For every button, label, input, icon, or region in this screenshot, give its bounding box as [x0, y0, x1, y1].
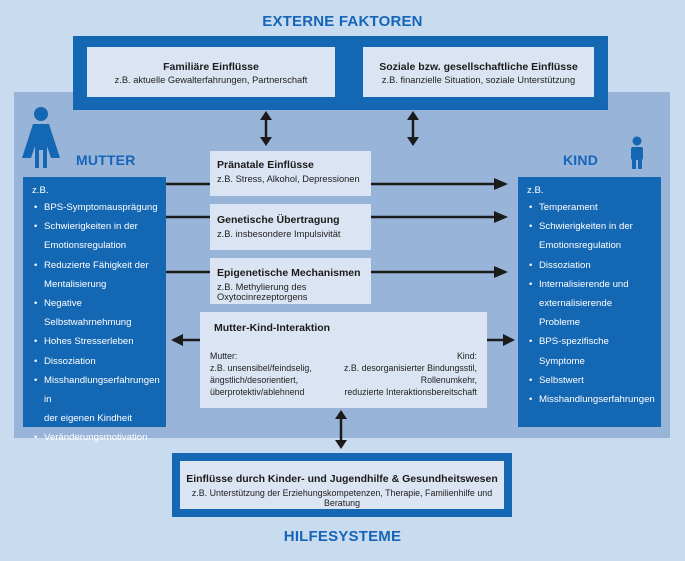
help-system-subtitle: z.B. Unterstützung der Erziehungskompete…: [191, 488, 493, 508]
help-systems-heading: HILFESYSTEME: [283, 528, 402, 545]
list-item-continued: der eigenen Kindheit: [44, 413, 133, 425]
list-item: Hohes Stresserleben: [32, 332, 160, 351]
interaction-child-label: Kind:: [456, 351, 477, 361]
mother-zb-label: z.B.: [32, 185, 49, 196]
list-item: BPS-Symptomausprägung: [32, 198, 160, 217]
interaction-mother-column: Mutter: z.B. unsensibel/feindselig, ängs…: [210, 350, 312, 398]
mother-factor-list: BPS-Symptomausprägung Schwierigkeiten in…: [32, 198, 160, 448]
social-influences-box: Soziale bzw. gesellschaftliche Einflüsse…: [363, 47, 594, 97]
mother-child-interaction-box: Mutter-Kind-Interaktion Mutter: z.B. uns…: [200, 312, 487, 408]
mother-figure-icon: [22, 107, 60, 168]
interaction-mother-line: z.B. unsensibel/feindselig,: [210, 363, 312, 373]
epigenetic-title: Epigenetische Mechanismen: [217, 267, 361, 279]
child-zb-label: z.B.: [527, 185, 544, 196]
social-influences-subtitle: z.B. finanzielle Situation, soziale Unte…: [381, 75, 576, 85]
interaction-title: Mutter-Kind-Interaktion: [214, 322, 331, 334]
family-influences-subtitle: z.B. aktuelle Gewalterfahrungen, Partner…: [114, 75, 308, 85]
interaction-child-line: reduzierte Interaktionsbereitschaft: [344, 387, 477, 397]
list-item: Reduzierte Fähigkeit der: [32, 256, 160, 275]
list-item: Misshandlungserfahrungen: [527, 390, 655, 409]
list-item-continued: Emotionsregulation: [44, 240, 127, 252]
interaction-child-line: z.B. desorganisierter Bindungsstil,: [344, 363, 477, 373]
interaction-mother-label: Mutter:: [210, 351, 238, 361]
help-system-box: Einflüsse durch Kinder- und Jugendhilfe …: [180, 461, 504, 509]
mother-factors-box: z.B. BPS-Symptomausprägung Schwierigkeit…: [23, 177, 166, 448]
list-item-continued: externalisierende Probleme: [539, 298, 613, 329]
child-figure-icon: [631, 136, 643, 169]
list-item: Selbstwert: [527, 371, 655, 390]
list-item: Internalisierende und: [527, 275, 655, 294]
interaction-child-column: Kind: z.B. desorganisierter Bindungsstil…: [344, 350, 477, 398]
genetic-title: Genetische Übertragung: [217, 214, 340, 226]
list-item-continued: Emotionsregulation: [539, 240, 622, 252]
child-heading: KIND: [563, 152, 599, 168]
mother-heading: MUTTER: [76, 152, 136, 168]
genetic-subtitle: z.B. insbesondere Impulsivität: [217, 229, 341, 239]
interaction-child-line: Rollenumkehr,: [420, 375, 477, 385]
prenatal-title: Pränatale Einflüsse: [217, 159, 314, 171]
help-system-title: Einflüsse durch Kinder- und Jugendhilfe …: [186, 473, 498, 485]
list-item-continued: Mentalisierung: [44, 278, 107, 290]
external-factors-heading: EXTERNE FAKTOREN: [262, 13, 423, 30]
prenatal-influences-box: Pränatale Einflüsse z.B. Stress, Alkohol…: [210, 151, 371, 196]
social-influences-title: Soziale bzw. gesellschaftliche Einflüsse: [379, 61, 578, 73]
list-item: Dissoziation: [32, 352, 160, 371]
child-factors-box: z.B. Temperament Schwierigkeiten in der …: [518, 177, 661, 427]
list-item: Temperament: [527, 198, 655, 217]
list-item-continued: Symptome: [539, 355, 585, 367]
family-influences-box: Familiäre Einflüsse z.B. aktuelle Gewalt…: [87, 47, 335, 97]
prenatal-subtitle: z.B. Stress, Alkohol, Depressionen: [217, 174, 360, 184]
list-item: Veränderungsmotivation: [32, 428, 160, 447]
interaction-mother-line: ängstlich/desorientiert,: [210, 375, 299, 385]
child-factor-list: Temperament Schwierigkeiten in der Emoti…: [527, 198, 655, 409]
interaction-mother-line: überprotektiv/ablehnend: [210, 387, 305, 397]
family-influences-title: Familiäre Einflüsse: [163, 61, 259, 73]
list-item: Schwierigkeiten in der: [527, 217, 655, 236]
list-item: Negative Selbstwahrnehmung: [32, 294, 160, 332]
list-item: Misshandlungserfahrungen in: [32, 371, 160, 409]
list-item: BPS-spezifische: [527, 332, 655, 351]
epigenetic-subtitle: z.B. Methylierung des Oxytocinrezeptorge…: [217, 282, 308, 302]
genetic-transmission-box: Genetische Übertragung z.B. insbesondere…: [210, 204, 371, 250]
list-item: Schwierigkeiten in der: [32, 217, 160, 236]
epigenetic-mechanisms-box: Epigenetische Mechanismen z.B. Methylier…: [210, 258, 371, 304]
list-item: Dissoziation: [527, 256, 655, 275]
